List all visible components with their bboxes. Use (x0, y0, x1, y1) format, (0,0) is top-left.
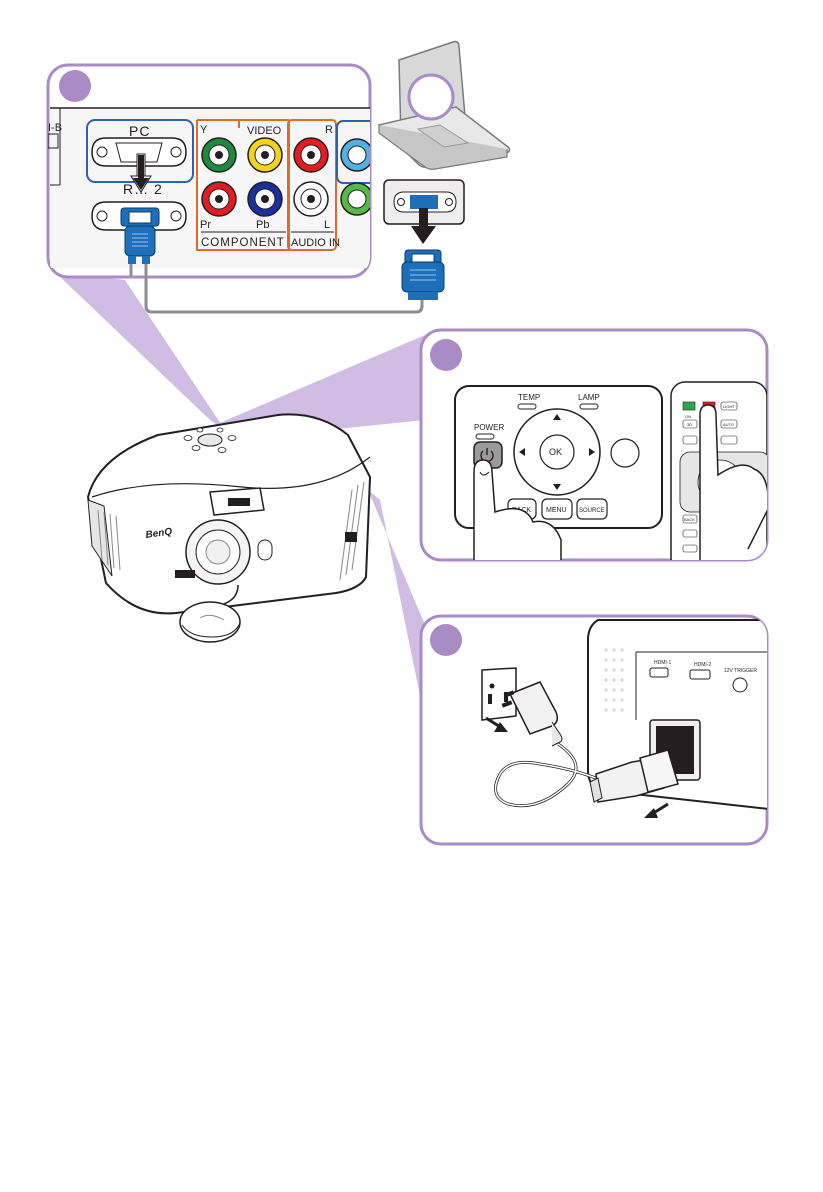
remote-power-on-button[interactable] (683, 402, 695, 410)
port-hdmi-partial-label: I-B (48, 122, 62, 134)
audio-in-label: AUDIO IN (291, 237, 340, 249)
panel-connect-power: HDMI-1 HDMI-2 12V TRIGGER (421, 616, 780, 844)
rca-jack-partial-cyan (341, 139, 373, 171)
laptop-computer (379, 42, 510, 170)
step-badge-3 (430, 624, 462, 656)
rca-pb-label: Pb (256, 219, 269, 231)
temp-indicator-label: TEMP (518, 393, 540, 402)
remote-auto-label: AUTO (723, 422, 734, 427)
beam-to-panel1 (55, 272, 225, 430)
power-indicator-label: POWER (474, 423, 504, 432)
projector-control-pad (198, 434, 222, 446)
rca-jack-pr-red (202, 182, 236, 216)
pc-port-label: PC (129, 123, 150, 139)
step-badge-laptop (409, 75, 453, 119)
step-badge-2 (430, 339, 462, 371)
vga-connector-laptop (402, 250, 444, 300)
remote-light-label: LIGHT (723, 404, 735, 409)
rca-jack-partial-green (341, 183, 373, 215)
component-label: COMPONENT (201, 237, 285, 249)
projector: BenQ (88, 414, 370, 613)
rca-jack-y-green (202, 138, 236, 172)
video-label: VIDEO (247, 125, 282, 137)
rca-jack-audio-l-white (294, 182, 328, 216)
panel-power-on: TEMP LAMP POWER OK BACK MENU (421, 330, 770, 572)
rca-jack-video-yellow (248, 138, 282, 172)
panel-connect-computer: I-B PC R… 2 Y VIDEO R (48, 65, 377, 277)
remote-3d-label: 3D (687, 422, 692, 427)
hdmi1-port (650, 668, 668, 677)
lamp-indicator-label: LAMP (578, 393, 600, 402)
hdmi1-port-label: HDMI-1 (654, 660, 671, 666)
ok-button-label: OK (549, 447, 562, 457)
vga-connector-projector (121, 208, 159, 256)
trigger-port (733, 678, 747, 692)
trigger-port-label: 12V TRIGGER (724, 668, 757, 674)
remote-on-label: ON (685, 414, 691, 419)
rca-y-label: Y (200, 124, 208, 136)
ir-sensor (611, 439, 639, 467)
rca-l-label: L (324, 219, 330, 231)
rca-jack-audio-r-red (294, 138, 328, 172)
beam-to-panel3 (368, 490, 425, 720)
rca-r-label: R (325, 124, 333, 136)
rca-pr-label: Pr (200, 219, 211, 231)
remote-back-label: BACK (684, 517, 695, 522)
hdmi2-port-label: HDMI-2 (694, 662, 711, 668)
source-button-label: SOURCE (579, 508, 605, 514)
menu-button-label: MENU (546, 507, 567, 514)
step-badge-1 (59, 70, 91, 102)
rca-jack-pb-blue (248, 182, 282, 216)
hdmi2-port (690, 670, 710, 679)
